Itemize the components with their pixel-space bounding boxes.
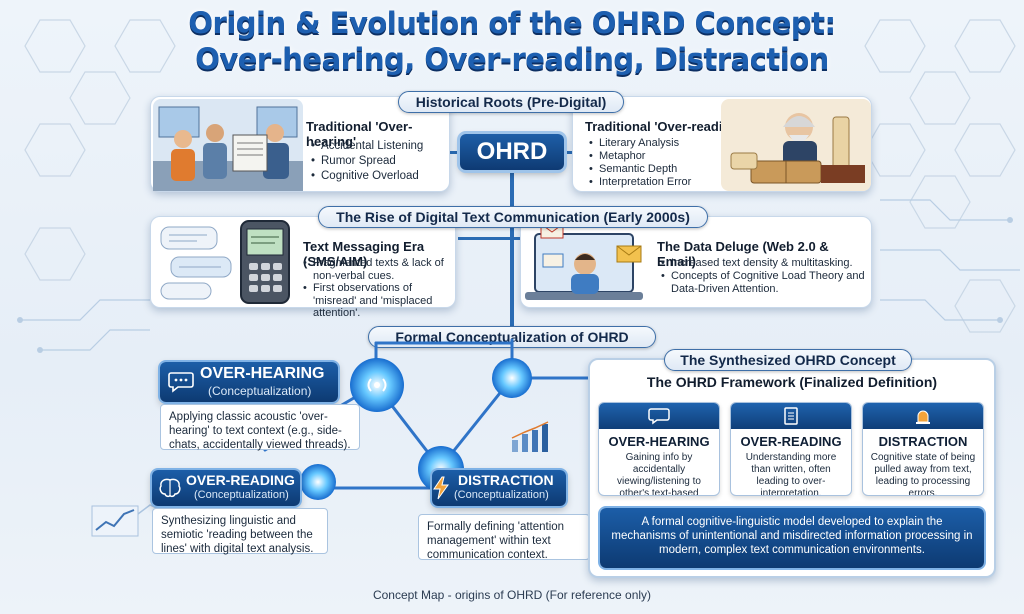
title-line-1: Origin & Evolution of the OHRD Concept: bbox=[188, 6, 836, 40]
historical-left-list: Accidental Listening Rumor Spread Cognit… bbox=[311, 139, 423, 184]
distraction-title: DISTRACTION bbox=[458, 472, 554, 488]
distraction-subtitle: (Conceptualization) bbox=[454, 489, 549, 501]
historical-right-heading: Traditional 'Over-reading' bbox=[585, 119, 742, 134]
card-title: OVER-READING bbox=[740, 434, 842, 449]
card-title: DISTRACTION bbox=[878, 434, 968, 449]
distraction-concept-box: DISTRACTION (Conceptualization) bbox=[432, 470, 566, 506]
digital-right-list: Increased text density & multitasking. C… bbox=[661, 257, 866, 296]
overhearing-subtitle: (Conceptualization) bbox=[208, 384, 312, 398]
synthesized-concept-label: The Synthesized OHRD Concept bbox=[664, 349, 912, 371]
overreading-concept-box: OVER-READING (Conceptualization) bbox=[152, 470, 300, 506]
list-item: Increased text density & multitasking. bbox=[661, 257, 866, 270]
lightning-icon bbox=[433, 476, 449, 500]
speech-bubble-icon bbox=[648, 407, 670, 430]
speech-bubble-icon bbox=[168, 372, 194, 393]
overhearing-concept-box: OVER-HEARING (Conceptualization) bbox=[160, 362, 338, 402]
mobile-phone-illustration bbox=[240, 220, 290, 304]
ohrd-left-connector bbox=[445, 151, 460, 154]
list-item: Interpretation Error bbox=[589, 176, 691, 189]
bar-chart-icon bbox=[511, 421, 549, 452]
list-item: Literary Analysis bbox=[589, 137, 691, 150]
vertical-connector bbox=[510, 170, 514, 340]
framework-card-distraction: DISTRACTION Cognitive state of being pul… bbox=[862, 402, 984, 496]
broadcast-icon bbox=[367, 378, 387, 392]
digital-era-label: The Rise of Digital Text Communication (… bbox=[318, 206, 708, 228]
historical-right-panel: Traditional 'Over-reading' Literary Anal… bbox=[572, 96, 872, 192]
card-description: Understanding more than written, often l… bbox=[745, 452, 837, 496]
digital-left-list: Fragmented texts & lack of non-verbal cu… bbox=[303, 257, 451, 320]
overreading-subtitle: (Conceptualization) bbox=[194, 489, 289, 501]
framework-card-overhearing: OVER-HEARING Gaining info by accidentall… bbox=[598, 402, 720, 496]
historical-roots-label: Historical Roots (Pre-Digital) bbox=[398, 91, 624, 113]
network-node bbox=[492, 358, 532, 398]
footer-caption: Concept Map - origins of OHRD (For refer… bbox=[372, 588, 652, 602]
framework-card-overreading: OVER-READING Understanding more than wri… bbox=[730, 402, 852, 496]
historical-left-panel: Traditional 'Over-hearing' Accidental Li… bbox=[150, 96, 450, 192]
line-chart-icon bbox=[91, 505, 139, 537]
laptop-email-illustration bbox=[525, 223, 643, 300]
document-icon bbox=[782, 407, 800, 430]
list-item: Cognitive Overload bbox=[311, 169, 423, 184]
commuters-illustration bbox=[153, 99, 303, 191]
card-description: Gaining info by accidentally viewing/lis… bbox=[617, 452, 701, 496]
horizontal-connector bbox=[458, 237, 566, 240]
overreading-description: Synthesizing linguistic and semiotic 're… bbox=[152, 508, 328, 555]
list-item: Fragmented texts & lack of non-verbal cu… bbox=[303, 257, 451, 282]
distraction-description: Formally defining 'attention management'… bbox=[418, 514, 590, 561]
list-item: Concepts of Cognitive Load Theory and Da… bbox=[661, 270, 866, 296]
overreading-title: OVER-READING bbox=[186, 472, 295, 488]
list-item: First observations of 'misread' and 'mis… bbox=[303, 282, 451, 320]
title-line-2: Over-hearing, Over-reading, Distraction bbox=[195, 42, 829, 76]
overhearing-description: Applying classic acoustic 'over-hearing'… bbox=[160, 404, 360, 451]
card-header bbox=[863, 403, 983, 429]
card-header bbox=[731, 403, 851, 429]
historical-right-list: Literary Analysis Metaphor Semantic Dept… bbox=[589, 137, 691, 189]
list-item: Rumor Spread bbox=[311, 154, 423, 169]
list-item: Semantic Depth bbox=[589, 163, 691, 176]
ohrd-center-badge: OHRD bbox=[460, 134, 564, 170]
formal-conceptualization-label: Formal Conceptualization of OHRD bbox=[368, 326, 656, 348]
card-header bbox=[599, 403, 719, 429]
card-title: OVER-HEARING bbox=[608, 434, 710, 449]
chat-bubbles-illustration bbox=[160, 226, 232, 300]
overhearing-title: OVER-HEARING bbox=[200, 365, 325, 382]
list-item: Accidental Listening bbox=[311, 139, 423, 154]
ohrd-right-connector bbox=[564, 151, 579, 154]
list-item: Metaphor bbox=[589, 150, 691, 163]
framework-definition: A formal cognitive-linguistic model deve… bbox=[600, 508, 984, 568]
brain-icon bbox=[159, 478, 181, 498]
alarm-light-icon bbox=[913, 407, 933, 430]
scholar-illustration bbox=[721, 99, 871, 191]
framework-heading: The OHRD Framework (Finalized Definition… bbox=[646, 374, 938, 390]
network-node bbox=[300, 464, 336, 500]
digital-right-panel: The Data Deluge (Web 2.0 & Email) Increa… bbox=[520, 216, 872, 308]
card-description: Cognitive state of being pulled away fro… bbox=[870, 452, 976, 496]
digital-left-panel: Text Messaging Era (SMS/AIM) Fragmented … bbox=[150, 216, 456, 319]
